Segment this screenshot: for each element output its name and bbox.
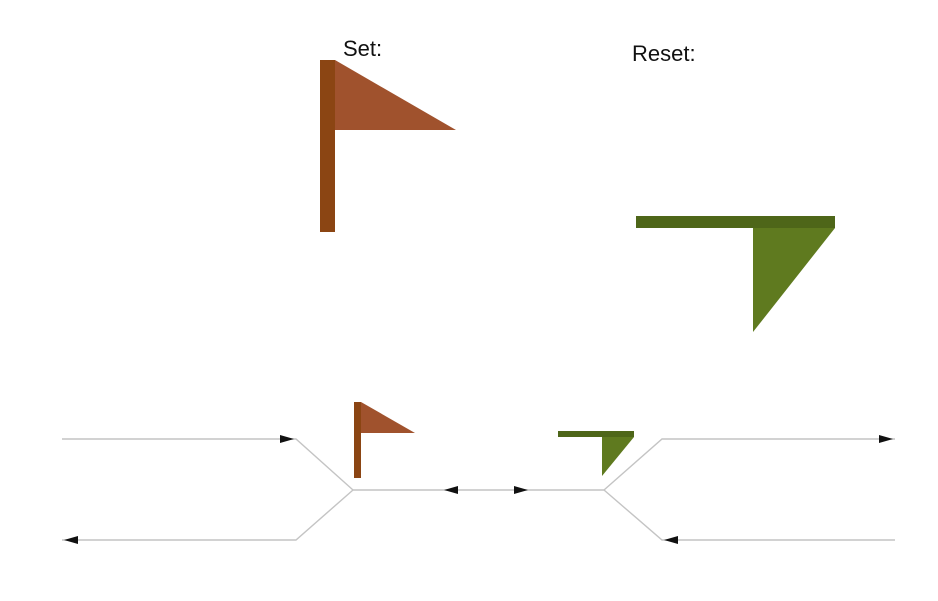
track-network (62, 438, 895, 541)
reset-flag-pennant (753, 228, 835, 332)
track-lower-left (62, 489, 354, 541)
set-flag-icon (320, 60, 456, 232)
set-flag-pole (320, 60, 335, 232)
direction-arrows (64, 435, 893, 544)
arrow-left-icon (664, 536, 678, 544)
set-flag-icon (354, 402, 415, 478)
small-reset-flag-arm (558, 431, 634, 437)
arrow-right-icon (514, 486, 528, 494)
track-lower-right (603, 489, 895, 541)
reset-flag-icon (558, 431, 634, 476)
arrow-left-icon (444, 486, 458, 494)
small-set-flag-pennant (361, 402, 415, 433)
reset-label: Reset: (632, 41, 696, 66)
track-upper-left (62, 438, 354, 491)
arrow-left-icon (64, 536, 78, 544)
small-reset-flag-pennant (602, 437, 634, 476)
set-flag-pennant (335, 60, 456, 130)
small-set-flag-pole (354, 402, 361, 478)
reset-flag-icon (636, 216, 835, 332)
arrow-right-icon (280, 435, 294, 443)
arrow-right-icon (879, 435, 893, 443)
reset-flag-arm (636, 216, 835, 228)
track-upper-right (603, 438, 895, 491)
set-label: Set: (343, 36, 382, 61)
